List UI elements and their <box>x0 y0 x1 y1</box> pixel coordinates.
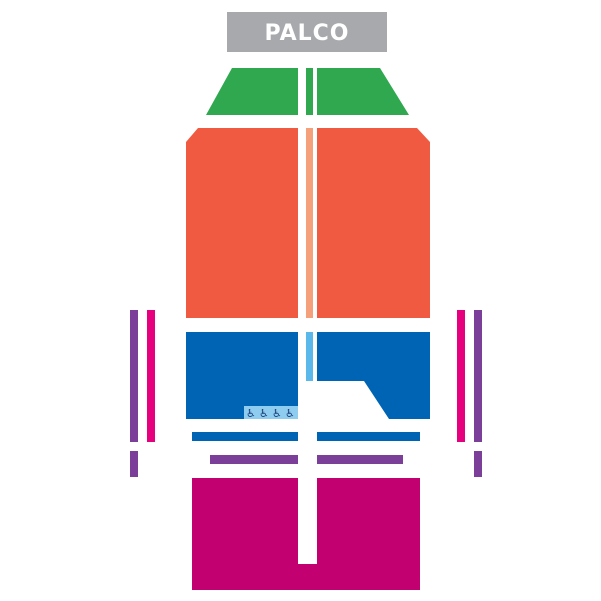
section-blue-right[interactable] <box>317 332 430 419</box>
section-blue-bar-right[interactable] <box>317 432 420 441</box>
section-purple-bar-left[interactable] <box>210 455 298 464</box>
side-boxes-left[interactable] <box>130 310 155 477</box>
accessible-seating-box[interactable] <box>244 406 298 419</box>
wheelchair-icon: ♿ <box>285 407 295 420</box>
section-green-left[interactable] <box>206 68 298 115</box>
wheelchair-icon: ♿ <box>259 407 269 420</box>
side-box-left-purple[interactable] <box>130 310 138 442</box>
section-blue[interactable] <box>186 332 430 441</box>
section-blue-bar-left[interactable] <box>192 432 298 441</box>
section-magenta-right[interactable] <box>317 478 420 590</box>
stage-label: PALCO <box>265 21 350 46</box>
side-box-left-pink[interactable] <box>147 310 155 442</box>
side-box-right-purple[interactable] <box>474 310 482 442</box>
section-magenta[interactable] <box>192 478 420 590</box>
wheelchair-icon: ♿ <box>272 407 282 420</box>
side-box-right-purple-lower[interactable] <box>474 451 482 477</box>
section-orange-aisle[interactable] <box>306 128 313 318</box>
side-box-right-pink[interactable] <box>457 310 465 442</box>
side-boxes-right[interactable] <box>457 310 482 477</box>
section-green-aisle[interactable] <box>306 68 313 115</box>
accessible-seating[interactable]: ♿ ♿ ♿ ♿ <box>244 406 298 420</box>
section-green-right[interactable] <box>317 68 409 115</box>
stage: PALCO <box>227 12 387 52</box>
section-purple-center[interactable] <box>210 455 403 464</box>
section-purple-bar-right[interactable] <box>317 455 403 464</box>
section-magenta-aisle-bottom[interactable] <box>298 564 317 590</box>
section-blue-left[interactable] <box>186 332 298 419</box>
section-green[interactable] <box>206 68 409 115</box>
section-orange-left[interactable] <box>186 128 298 318</box>
wheelchair-icon: ♿ <box>246 407 256 420</box>
section-orange[interactable] <box>186 128 430 318</box>
section-orange-right[interactable] <box>317 128 430 318</box>
stage-box <box>227 12 387 52</box>
section-magenta-left[interactable] <box>192 478 298 590</box>
side-box-left-purple-lower[interactable] <box>130 451 138 477</box>
section-blue-aisle[interactable] <box>306 332 313 381</box>
